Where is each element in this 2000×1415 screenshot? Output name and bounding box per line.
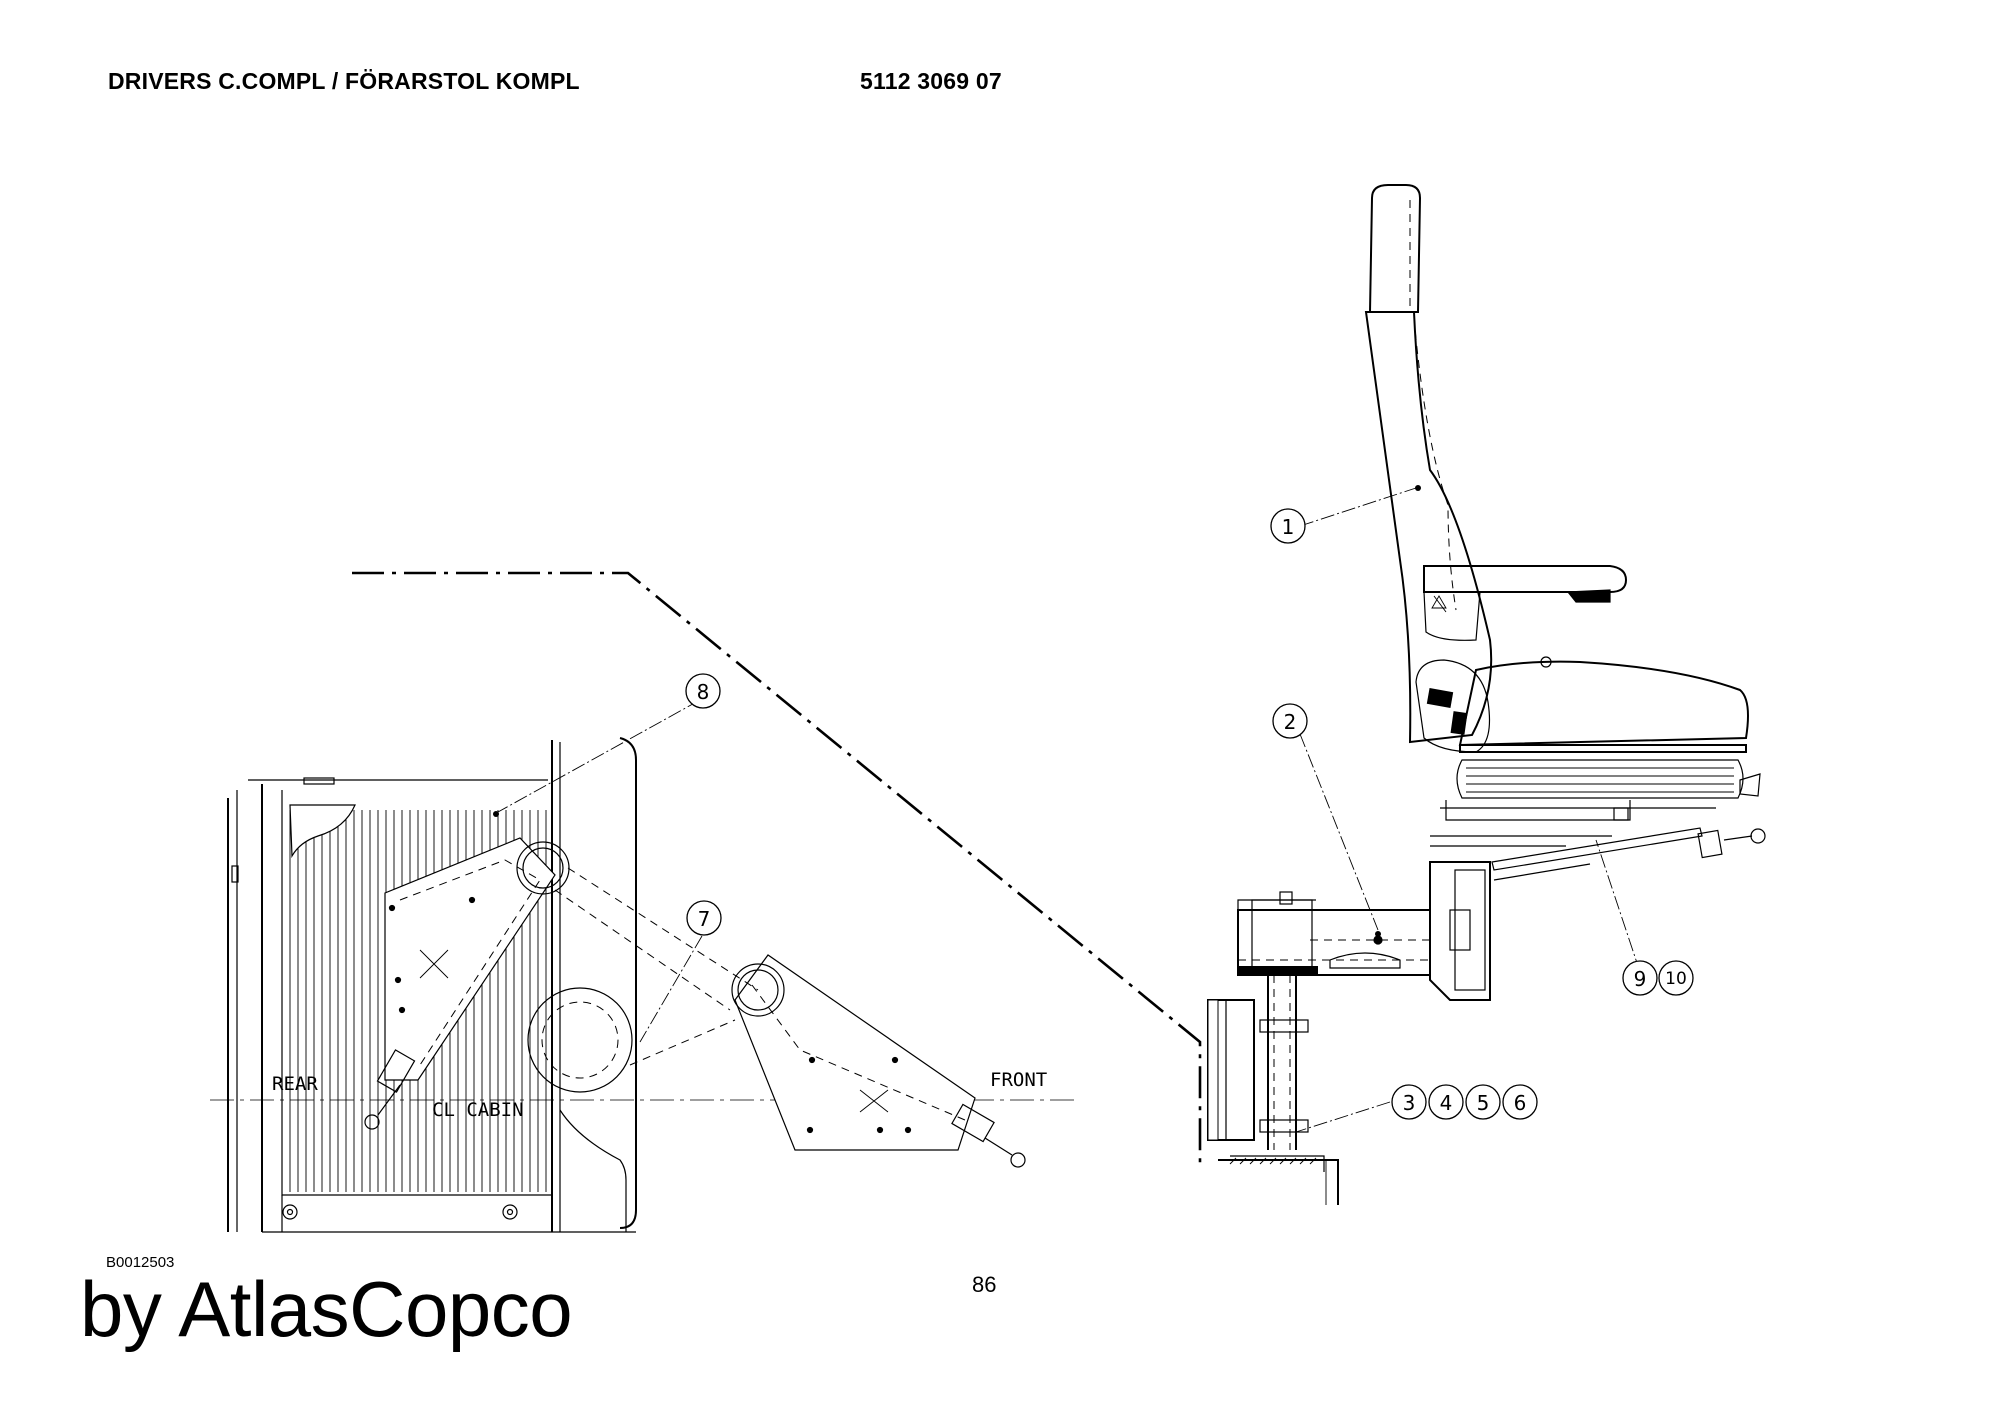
callout-9: 9 bbox=[1622, 960, 1658, 996]
callout-3: 3 bbox=[1391, 1084, 1427, 1120]
callout-4: 4 bbox=[1428, 1084, 1464, 1120]
label-cabin: CL CABIN bbox=[432, 1099, 524, 1121]
pivot-post bbox=[1267, 975, 1297, 1150]
seat-side-view bbox=[1207, 184, 1766, 1205]
front-console-arm bbox=[734, 954, 976, 1151]
brand-footer: by AtlasCopco bbox=[80, 1265, 573, 1353]
svg-text:5: 5 bbox=[1477, 1091, 1490, 1115]
part-number: 5112 3069 07 bbox=[860, 68, 1002, 94]
callout-8: 8 bbox=[685, 673, 721, 709]
svg-text:10: 10 bbox=[1665, 969, 1687, 989]
svg-text:1: 1 bbox=[1282, 515, 1295, 539]
seat-pedestal bbox=[1429, 861, 1491, 1001]
callout-1: 1 bbox=[1270, 508, 1306, 544]
seat-headrest bbox=[1368, 184, 1422, 313]
dash-dot-sightline bbox=[352, 571, 1202, 1170]
rear-console-arm bbox=[384, 837, 556, 1081]
seat-armrest bbox=[1423, 565, 1628, 593]
seat-backrest bbox=[1364, 311, 1493, 744]
label-rear: REAR bbox=[272, 1073, 318, 1095]
callout-6: 6 bbox=[1502, 1084, 1538, 1120]
callout-leaders bbox=[493, 485, 1641, 1133]
document-title: DRIVERS C.COMPL / FÖRARSTOL KOMPL bbox=[108, 68, 580, 94]
drawing-code: B0012503 bbox=[106, 1254, 175, 1271]
svg-text:7: 7 bbox=[698, 907, 711, 931]
svg-text:9: 9 bbox=[1634, 967, 1647, 991]
cabin-section-view bbox=[210, 737, 1075, 1233]
callout-5: 5 bbox=[1465, 1084, 1501, 1120]
slide-beam bbox=[1237, 909, 1431, 976]
svg-text:8: 8 bbox=[697, 680, 710, 704]
svg-text:4: 4 bbox=[1440, 1091, 1453, 1115]
callout-10: 10 bbox=[1658, 960, 1694, 996]
svg-text:2: 2 bbox=[1284, 710, 1297, 734]
seat-cushion bbox=[1458, 660, 1749, 747]
page-number: 86 bbox=[972, 1272, 997, 1297]
label-front: FRONT bbox=[990, 1069, 1047, 1091]
callout-7: 7 bbox=[686, 900, 722, 936]
svg-text:3: 3 bbox=[1403, 1091, 1416, 1115]
svg-text:6: 6 bbox=[1514, 1091, 1527, 1115]
callout-2: 2 bbox=[1272, 703, 1308, 739]
seat-suspension bbox=[1456, 759, 1744, 799]
